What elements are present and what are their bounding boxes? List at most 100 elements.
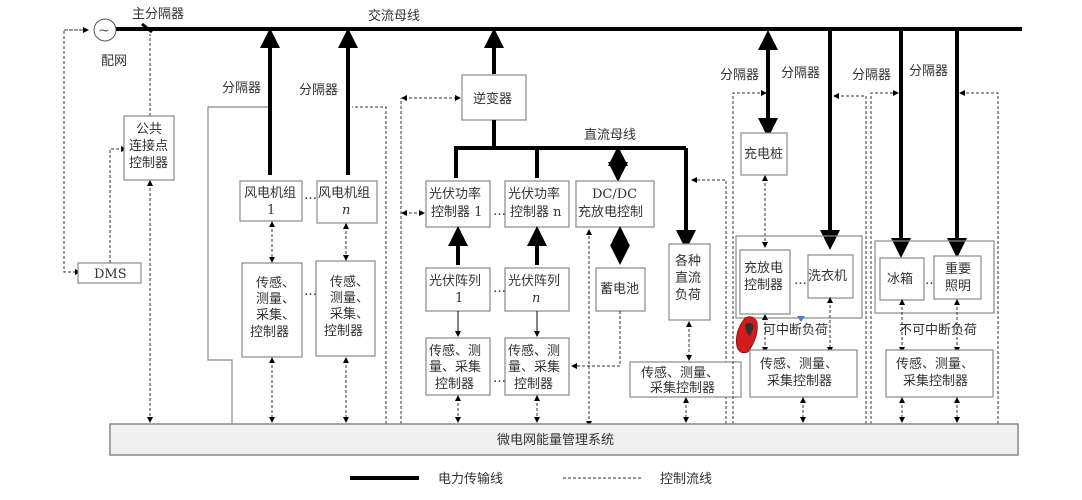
diagram-text: 风电机组: [244, 186, 296, 201]
fridge-label: 冰箱: [887, 271, 913, 287]
wind-sensor-n-box: [315, 260, 376, 357]
pv-sensor-n-box: [504, 337, 570, 396]
ac-bus: 交流母线: [116, 8, 1022, 31]
pv-array-1-box: [425, 267, 491, 312]
diagram-text: 传感、测: [429, 343, 481, 359]
pcc-controller-box: [123, 115, 175, 181]
legend-power-label: 电力传输线: [438, 471, 503, 487]
connector: [745, 322, 754, 336]
charging-pile-box: [740, 132, 788, 176]
fridge-box: [879, 257, 925, 301]
interruptible-load-label: 可中断负荷: [763, 323, 828, 338]
diagram-text: 传感、测量、: [896, 356, 974, 372]
connector: [735, 316, 758, 354]
power-line: [454, 146, 686, 178]
dms-box: [77, 262, 142, 284]
control-line: [959, 90, 999, 424]
uninterruptible-section: 分隔器 分隔器 冰箱 … 重要 照明 不可中断负荷 传感、测量、 采集控制器: [852, 29, 999, 424]
diagram-text: 负荷: [675, 288, 701, 303]
interruptible-sensor-box: [749, 349, 858, 398]
legend-control-label: 控制流线: [660, 472, 712, 487]
pv-controller-1-box: [425, 180, 491, 228]
wind-section: 分隔器 分隔器 风电机组 1 … 风电机组 n 传感、 测量、 采集、 控制器 …: [207, 28, 387, 424]
diagram-text: 各种: [675, 253, 701, 269]
diagram-text: 控制器 1: [431, 205, 482, 220]
diagram-text: 控制器: [250, 325, 289, 340]
dc-bus-label: 直流母线: [584, 128, 636, 143]
washer-label: 洗衣机: [808, 268, 847, 284]
diagram-text: 连接点: [129, 138, 168, 154]
breaker-label: 分隔器: [909, 64, 948, 79]
legend: 电力传输线 控制流线: [350, 471, 712, 487]
diagram-text: …: [493, 371, 506, 386]
diagram-text: 控制器: [129, 156, 168, 171]
diagram-text: 1: [267, 203, 275, 218]
diagram-text: 传感、: [330, 274, 369, 290]
diagram-text: 控制器: [324, 324, 363, 339]
charging-pile-label: 充电桩: [744, 146, 783, 162]
diagram-text: 采集、: [256, 307, 295, 323]
diagram-text: …: [304, 188, 317, 203]
marker-icon: [797, 316, 805, 322]
connector: [207, 106, 268, 424]
dc-section: 逆变器 直流母线 光伏功率 控制器 1 … 光伏功率 控制器 n DC/DC 充…: [385, 28, 742, 427]
diagram-text: …: [304, 284, 317, 299]
diagram-text: …: [493, 281, 506, 296]
inverter-label: 逆变器: [473, 91, 512, 107]
diagram-text: 传感、测量、: [641, 365, 719, 381]
diagram-text: 传感、测量、: [760, 356, 838, 372]
battery-label: 蓄电池: [600, 282, 639, 297]
grid-label: 配网: [101, 54, 127, 69]
diagram-text: 传感、: [256, 275, 295, 291]
diagram-text: n: [342, 203, 350, 218]
connector: [93, 18, 117, 42]
control-line: [571, 311, 621, 369]
diagram-text: …: [493, 204, 506, 219]
battery-box: [595, 267, 646, 312]
diagram-text: 控制器: [744, 278, 783, 293]
diagram-text: 量、采集: [508, 359, 560, 375]
diagram-text: 传感、测: [508, 343, 560, 359]
diagram-text: 充放电: [744, 260, 783, 276]
diagram-text: 控制器: [514, 377, 553, 392]
diagram-text: 光伏阵列: [429, 274, 481, 289]
dcdc-box: [575, 180, 655, 228]
diagram-text: 采集控制器: [767, 373, 832, 389]
washer-box: [807, 254, 854, 299]
dc-loads-box: [668, 243, 711, 321]
grid-source: ~ 配网: [93, 18, 127, 69]
pv-array-n-box: [504, 267, 570, 312]
uninterruptible-group: [874, 240, 995, 314]
wind-unit-1-box: [239, 180, 303, 222]
diagram-text: 光伏功率: [429, 186, 481, 202]
wind-sensor-1-box: [241, 262, 303, 358]
diagram-text: 量、采集: [429, 359, 481, 375]
diagram-text: 光伏阵列: [508, 274, 560, 289]
diagram-text: 风电机组: [318, 186, 370, 201]
breaker-label: 分隔器: [781, 66, 820, 81]
charge-controller-box: [739, 249, 791, 315]
ems-label: 微电网能量管理系统: [497, 433, 614, 448]
diagram-text: 充放电控制: [578, 204, 643, 220]
pv-sensor-1-box: [425, 337, 491, 396]
wind-unit-n-box: [316, 180, 378, 224]
pv-controller-n-box: [504, 180, 570, 228]
electric-car-icon: [735, 316, 758, 354]
diagram-text: 重要: [945, 261, 971, 277]
diagram-text: 直流: [675, 271, 701, 286]
lighting-box: [933, 255, 982, 300]
interruptible-section: 分隔器 分隔器 充电桩 充放电 控制器 … 洗衣机 可中断负荷 传感、测量、 采…: [720, 29, 867, 424]
breaker-label: 分隔器: [720, 68, 759, 83]
control-line: [109, 146, 127, 263]
control-line: [870, 90, 899, 424]
diagram-text: 1: [455, 291, 463, 306]
ems-bar: [109, 423, 1019, 456]
ac-bus-label: 交流母线: [368, 8, 420, 24]
control-line: [63, 29, 88, 275]
diagram-text: n: [532, 291, 540, 306]
breaker-label: 分隔器: [299, 83, 338, 98]
main-breaker-label: 主分隔器: [132, 7, 184, 22]
breaker-label: 分隔器: [222, 81, 261, 96]
diagram-text: …: [794, 273, 807, 288]
